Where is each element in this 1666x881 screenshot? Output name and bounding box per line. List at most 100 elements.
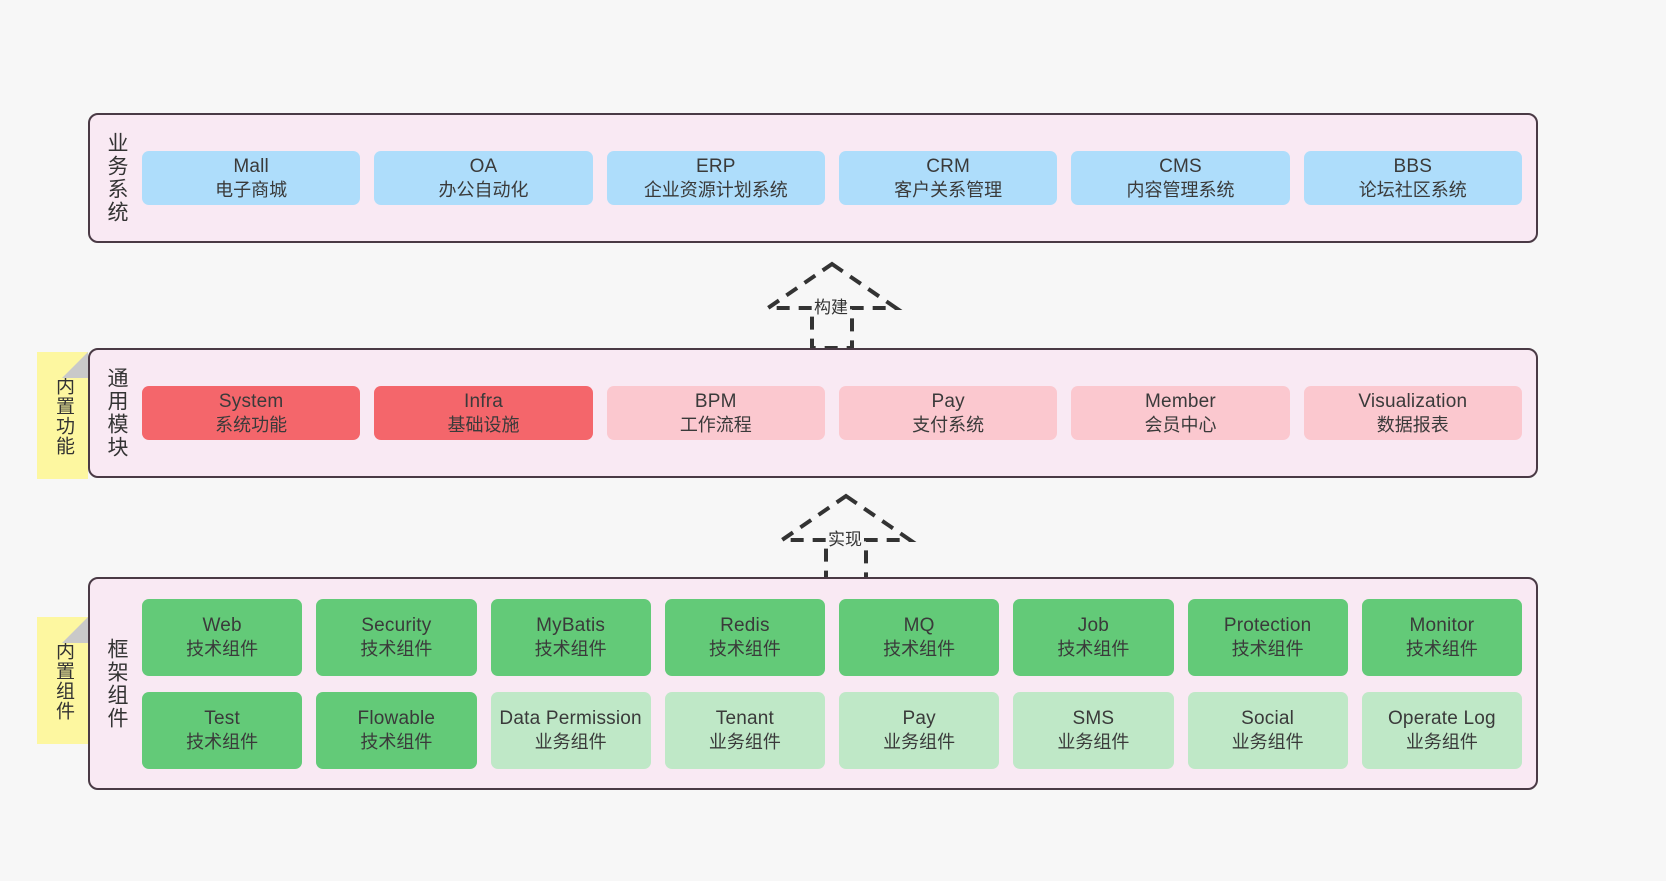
node-bbs[interactable]: BBS 论坛社区系统 <box>1303 150 1522 206</box>
layer-row: Web 技术组件 Security 技术组件 MyBatis 技术组件 Redi… <box>142 598 1522 676</box>
arrow-label: 构建 <box>814 298 848 317</box>
node-title: Social <box>1241 707 1295 729</box>
node-cms[interactable]: CMS 内容管理系统 <box>1071 150 1290 206</box>
node-title: Member <box>1145 390 1216 412</box>
node-redis[interactable]: Redis 技术组件 <box>664 598 825 676</box>
node-title: BBS <box>1393 155 1433 177</box>
node-title: Pay <box>931 390 965 412</box>
node-test[interactable]: Test 技术组件 <box>142 691 303 769</box>
node-subtitle: 业务组件 <box>534 731 607 752</box>
layer-caption-business-system: 业务系统 <box>105 132 129 224</box>
node-subtitle: 业务组件 <box>1405 731 1478 752</box>
node-title: Operate Log <box>1387 707 1496 729</box>
node-pay-module[interactable]: Pay 支付系统 <box>838 385 1058 441</box>
node-subtitle: 电子商城 <box>215 179 288 200</box>
node-subtitle: 论坛社区系统 <box>1358 179 1467 200</box>
node-social[interactable]: Social 业务组件 <box>1187 691 1348 769</box>
node-subtitle: 数据报表 <box>1376 414 1449 435</box>
layer-body-framework-components: Web 技术组件 Security 技术组件 MyBatis 技术组件 Redi… <box>142 579 1536 788</box>
node-subtitle: 技术组件 <box>883 638 956 659</box>
arrow-label: 实现 <box>828 530 862 549</box>
node-job[interactable]: Job 技术组件 <box>1013 598 1174 676</box>
node-title: MQ <box>903 614 935 636</box>
node-mall[interactable]: Mall 电子商城 <box>142 150 361 206</box>
node-title: Data Permission <box>499 707 642 729</box>
node-title: OA <box>469 155 498 177</box>
layer-body-business-system: Mall 电子商城 OA 办公自动化 ERP 企业资源计划系统 CRM 客户关系… <box>142 115 1536 241</box>
generalization-arrow-icon <box>761 261 903 350</box>
node-title: BPM <box>694 390 737 412</box>
node-subtitle: 支付系统 <box>912 414 985 435</box>
layer-business-system: 业务系统 Mall 电子商城 OA 办公自动化 ERP 企业资源计划系统 CRM… <box>88 113 1538 243</box>
node-infra[interactable]: Infra 基础设施 <box>374 385 593 441</box>
node-title: CRM <box>926 155 971 177</box>
sticky-note-builtin-function[interactable]: 内置功能 <box>37 352 88 479</box>
generalization-arrow-icon <box>775 493 917 582</box>
node-subtitle: 业务组件 <box>1057 731 1130 752</box>
node-oa[interactable]: OA 办公自动化 <box>374 150 593 206</box>
node-title: SMS <box>1072 707 1115 729</box>
node-subtitle: 技术组件 <box>708 638 781 659</box>
arrow-implement: 实现 <box>766 490 926 582</box>
node-subtitle: 基础设施 <box>447 414 520 435</box>
layer-framework-components: 框架组件 Web 技术组件 Security 技术组件 MyBatis 技术组件… <box>88 577 1538 790</box>
node-system[interactable]: System 系统功能 <box>142 385 361 441</box>
node-member[interactable]: Member 会员中心 <box>1071 385 1290 441</box>
node-title: Web <box>202 614 242 636</box>
node-subtitle: 技术组件 <box>534 638 607 659</box>
layer-caption-framework-components: 框架组件 <box>105 637 129 730</box>
node-subtitle: 业务组件 <box>708 731 781 752</box>
node-title: Security <box>361 614 432 636</box>
node-subtitle: 客户关系管理 <box>894 179 1003 200</box>
node-title: System <box>218 390 284 412</box>
node-subtitle: 工作流程 <box>679 414 752 435</box>
node-subtitle: 技术组件 <box>360 638 433 659</box>
node-sms[interactable]: SMS 业务组件 <box>1013 691 1174 769</box>
node-erp[interactable]: ERP 企业资源计划系统 <box>606 150 825 206</box>
node-subtitle: 内容管理系统 <box>1126 179 1235 200</box>
node-operate-log[interactable]: Operate Log 业务组件 <box>1361 691 1522 769</box>
node-data-permission[interactable]: Data Permission 业务组件 <box>490 691 651 769</box>
node-subtitle: 业务组件 <box>1231 731 1304 752</box>
node-subtitle: 技术组件 <box>186 731 259 752</box>
node-subtitle: 技术组件 <box>1231 638 1304 659</box>
node-subtitle: 系统功能 <box>215 414 288 435</box>
node-mq[interactable]: MQ 技术组件 <box>839 598 1000 676</box>
node-title: Visualization <box>1358 390 1468 412</box>
node-title: Mall <box>233 155 269 177</box>
node-subtitle: 技术组件 <box>1057 638 1130 659</box>
node-subtitle: 会员中心 <box>1144 414 1217 435</box>
arrow-build: 构建 <box>752 258 912 350</box>
node-mybatis[interactable]: MyBatis 技术组件 <box>490 598 651 676</box>
node-title: Pay <box>902 707 936 729</box>
node-title: Test <box>204 707 240 729</box>
sticky-note-builtin-component[interactable]: 内置组件 <box>37 617 88 744</box>
node-bpm[interactable]: BPM 工作流程 <box>606 385 825 441</box>
node-protection[interactable]: Protection 技术组件 <box>1187 598 1348 676</box>
node-title: Redis <box>720 614 770 636</box>
layer-body-common-modules: System 系统功能 Infra 基础设施 BPM 工作流程 Pay 支付系统… <box>142 350 1536 476</box>
node-tenant[interactable]: Tenant 业务组件 <box>664 691 825 769</box>
node-title: Protection <box>1223 614 1312 636</box>
node-title: MyBatis <box>536 614 606 636</box>
layer-caption-common-modules: 通用模块 <box>105 367 129 459</box>
node-web[interactable]: Web 技术组件 <box>142 598 303 676</box>
layer-common-modules: 通用模块 System 系统功能 Infra 基础设施 BPM 工作流程 Pay… <box>88 348 1538 478</box>
node-pay-component[interactable]: Pay 业务组件 <box>839 691 1000 769</box>
node-subtitle: 技术组件 <box>186 638 259 659</box>
node-subtitle: 技术组件 <box>1405 638 1478 659</box>
node-title: Infra <box>463 390 503 412</box>
node-title: Monitor <box>1409 614 1475 636</box>
layer-row: System 系统功能 Infra 基础设施 BPM 工作流程 Pay 支付系统… <box>142 385 1522 441</box>
node-subtitle: 技术组件 <box>360 731 433 752</box>
node-subtitle: 企业资源计划系统 <box>643 179 788 200</box>
node-security[interactable]: Security 技术组件 <box>316 598 477 676</box>
node-visualization[interactable]: Visualization 数据报表 <box>1303 385 1522 441</box>
node-flowable[interactable]: Flowable 技术组件 <box>316 691 477 769</box>
node-title: Job <box>1077 614 1109 636</box>
node-title: Flowable <box>357 707 436 729</box>
node-monitor[interactable]: Monitor 技术组件 <box>1361 598 1522 676</box>
layer-row: Test 技术组件 Flowable 技术组件 Data Permission … <box>142 691 1522 769</box>
node-crm[interactable]: CRM 客户关系管理 <box>838 150 1058 206</box>
